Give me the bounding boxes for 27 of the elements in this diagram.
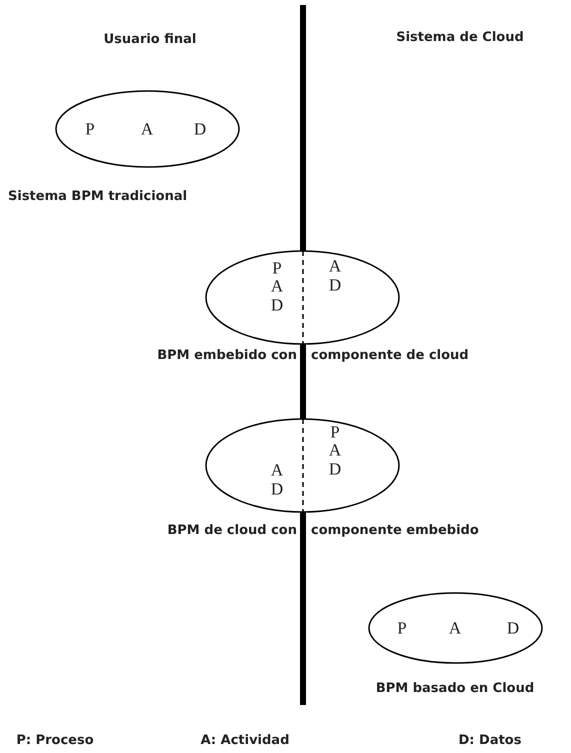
letter: P	[85, 120, 95, 138]
letter: D	[506, 620, 520, 636]
letter: D	[328, 460, 342, 478]
heading: BPM embebido con	[157, 349, 297, 362]
letter: D	[194, 120, 206, 138]
letter: A	[140, 120, 154, 138]
heading: Usuario final	[104, 33, 196, 46]
letter: P	[397, 620, 407, 636]
letter: A	[328, 442, 342, 458]
letter: A	[270, 278, 284, 294]
letter: A	[270, 462, 284, 478]
legend-text: D: Datos	[458, 734, 522, 747]
letter: D	[328, 276, 342, 294]
letter: D	[270, 296, 284, 314]
heading: componente embebido	[311, 524, 479, 537]
letter: A	[448, 620, 462, 636]
legend-text: P: Proceso	[16, 734, 94, 747]
heading: BPM de cloud con	[167, 524, 297, 537]
letter: D	[270, 480, 284, 498]
legend-text: A: Actividad	[200, 734, 290, 747]
node-label: Sistema BPM tradicional	[8, 190, 188, 203]
heading: componente de cloud	[311, 349, 469, 362]
heading: Sistema de Cloud	[396, 31, 524, 44]
node-label: BPM basado en Cloud	[376, 682, 534, 695]
letter: P	[272, 260, 282, 276]
letter: A	[328, 258, 342, 274]
letter: P	[330, 424, 340, 440]
